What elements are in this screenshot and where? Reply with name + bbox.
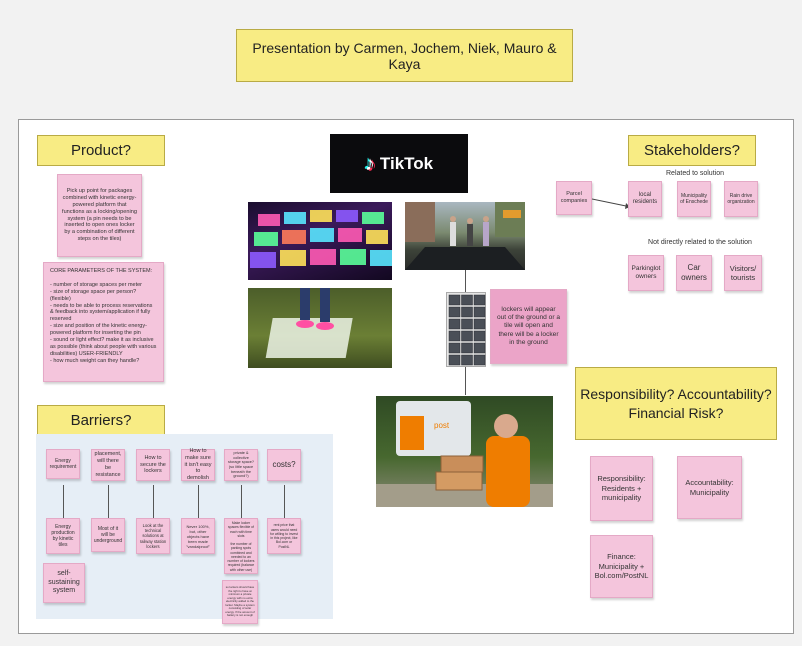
barrier-solution-railway[interactable]: Look at the technical solutions at railw… (136, 518, 170, 554)
barrier-solution-energy[interactable]: Energy production by kinetic tiles (46, 518, 80, 554)
product-heading: Product? (70, 142, 132, 159)
responsibility-heading-note[interactable]: Responsibility? Accountability? Financia… (575, 367, 777, 440)
core-parameter-line: - needs to be able to process reservatio… (50, 302, 153, 323)
stakeholder-rain-drive[interactable]: Rain drive organization (724, 181, 758, 217)
barrier-solution-vandalproof[interactable]: Never 100%, but, other objects have been… (181, 518, 215, 554)
stakeholder-text: Car owners (681, 263, 707, 282)
barrier-note-text: costs? (272, 460, 296, 469)
barrier-arrow (108, 485, 109, 518)
product-description-text: Pick up point for packages combined with… (62, 187, 137, 243)
locker-appear-note[interactable]: lockers will appear out of the ground or… (490, 289, 567, 364)
stakeholder-local-residents[interactable]: local residents (628, 181, 662, 217)
glowing-tile-photo[interactable] (248, 288, 392, 368)
self-sustaining-note[interactable]: self-sustaining system (43, 563, 85, 603)
barrier-solution-text: Make locker spaces flexible of each with… (227, 521, 254, 538)
barrier-note-text: private & collective storage space? (so … (228, 450, 254, 479)
core-parameter-line: - number of storage spaces per meter (50, 281, 143, 288)
barrier-note-text: Energy requirement (49, 457, 77, 470)
stakeholder-text: Parcel companies (560, 191, 588, 204)
accountability-note[interactable]: Accountability: Municipality (677, 456, 742, 519)
stakeholder-text: Municipality of Enschede (680, 192, 708, 205)
stakeholder-text: local residents (632, 191, 658, 206)
stakeholder-arrow (592, 198, 630, 209)
postnl-delivery-scene: post (376, 401, 553, 507)
finance-text: Finance: Municipality + Bol.com/PostNL (594, 552, 649, 581)
core-parameter-line: - how much weight can they handle? (50, 357, 140, 364)
barrier-solution-text: Look at the technical solutions at railw… (139, 522, 167, 549)
core-parameter-line: - size and position of the kinetic energ… (50, 323, 147, 336)
related-label: Related to solution (666, 170, 724, 177)
core-parameters-title: CORE PARAMETERS OF THE SYSTEM: (50, 268, 153, 274)
barrier-note-storage[interactable]: private & collective storage space? (so … (224, 449, 258, 481)
core-parameters-note[interactable]: CORE PARAMETERS OF THE SYSTEM: - number … (43, 262, 164, 382)
barrier-note-secure[interactable]: How to secure the lockers (136, 449, 170, 481)
stakeholder-visitors[interactable]: Visitors/ tourists (724, 255, 762, 291)
street-walkers-photo[interactable] (405, 202, 525, 270)
stakeholder-text: Visitors/ tourists (729, 263, 757, 282)
barrier-solution-rent[interactable]: rent price that users would need for wil… (267, 518, 301, 554)
locker-arrow-down (465, 367, 466, 395)
locker-cabinet-image[interactable] (446, 292, 486, 367)
self-sustaining-text: self-sustaining system (48, 569, 80, 595)
product-description-note[interactable]: Pick up point for packages combined with… (57, 174, 142, 257)
finance-note[interactable]: Finance: Municipality + Bol.com/PostNL (590, 535, 653, 598)
locker-grid (448, 294, 486, 366)
barrier-solution-text: rent price that users would need for wil… (270, 523, 298, 549)
barrier-arrow (198, 485, 199, 518)
solar-energy-text: so lockers should have the right to have… (225, 585, 255, 618)
stakeholder-text: Rain drive organization (727, 192, 755, 205)
postnl-delivery-photo[interactable]: post (376, 396, 553, 507)
barrier-solution-text: Never 100%, but, other objects have been… (186, 523, 210, 549)
stakeholder-parkinglot-owners[interactable]: Parkinglot owners (628, 255, 664, 291)
barrier-note-energy[interactable]: Energy requirement (46, 449, 80, 479)
barrier-note-costs[interactable]: costs? (267, 449, 301, 481)
stakeholder-text: Parkinglot owners (631, 264, 661, 280)
tiktok-note-icon: ♪ (364, 152, 375, 175)
locker-appear-text: lockers will appear out of the ground or… (496, 305, 561, 346)
barriers-heading: Barriers? (70, 412, 132, 429)
responsibility-heading: Responsibility? Accountability? Financia… (580, 385, 772, 421)
tiktok-logo-card[interactable]: ♪ TikTok (330, 134, 468, 193)
barrier-note-demolish[interactable]: How to make sure it isn't easy to demoli… (181, 447, 215, 482)
not-related-label: Not directly related to the solution (648, 239, 752, 246)
barrier-note-placement[interactable]: placement, will there be resistance (91, 449, 125, 481)
barrier-note-text: How to secure the lockers (140, 454, 166, 475)
led-tiles-pattern (250, 210, 392, 268)
tiktok-wordmark: TikTok (379, 153, 434, 173)
responsibility-residents-note[interactable]: Responsibility: Residents + municipality (590, 456, 653, 521)
stakeholders-heading: Stakeholders? (644, 142, 740, 159)
locker-arrow-up (465, 270, 466, 292)
core-parameter-line: - sound or light effect? make it as incl… (50, 336, 157, 357)
accountability-text: Accountability: Municipality (685, 478, 734, 497)
stakeholder-car-owners[interactable]: Car owners (676, 255, 712, 291)
barrier-arrow (241, 485, 242, 518)
led-tiles-photo[interactable] (248, 202, 392, 280)
barriers-heading-note[interactable]: Barriers? (37, 405, 165, 436)
barrier-arrow (153, 485, 154, 518)
glowing-tile-scene (265, 288, 353, 358)
barrier-arrow (284, 485, 285, 518)
barrier-solution-text: Most of it will be underground (93, 525, 123, 545)
street-walkers-scene (405, 202, 525, 270)
barrier-solution-text: Energy production by kinetic tiles (51, 523, 75, 549)
responsibility-text: Responsibility: Residents + municipality (597, 474, 646, 503)
barrier-solution-flexible[interactable]: Make locker spaces flexible of each with… (224, 518, 258, 574)
postnl-van-logo: post (434, 421, 450, 430)
stakeholders-heading-note[interactable]: Stakeholders? (628, 135, 756, 166)
presentation-title-note[interactable]: Presentation by Carmen, Jochem, Niek, Ma… (236, 29, 573, 82)
stakeholder-municipality[interactable]: Municipality of Enschede (677, 181, 711, 217)
core-parameter-line: - size of storage space per person? (fle… (50, 288, 137, 302)
product-heading-note[interactable]: Product? (37, 135, 165, 166)
barrier-solution-subtext: the number of parking spots combined and… (227, 542, 255, 572)
presentation-title-text: Presentation by Carmen, Jochem, Niek, Ma… (252, 39, 557, 72)
barrier-arrow (63, 485, 64, 518)
barrier-note-text: How to make sure it isn't easy to demoli… (184, 447, 212, 482)
stakeholder-parcel-companies[interactable]: Parcel companies (556, 181, 592, 215)
barrier-solution-underground[interactable]: Most of it will be underground (91, 518, 125, 552)
barrier-note-text: placement, will there be resistance (94, 451, 122, 478)
solar-energy-note[interactable]: so lockers should have the right to have… (222, 580, 258, 624)
